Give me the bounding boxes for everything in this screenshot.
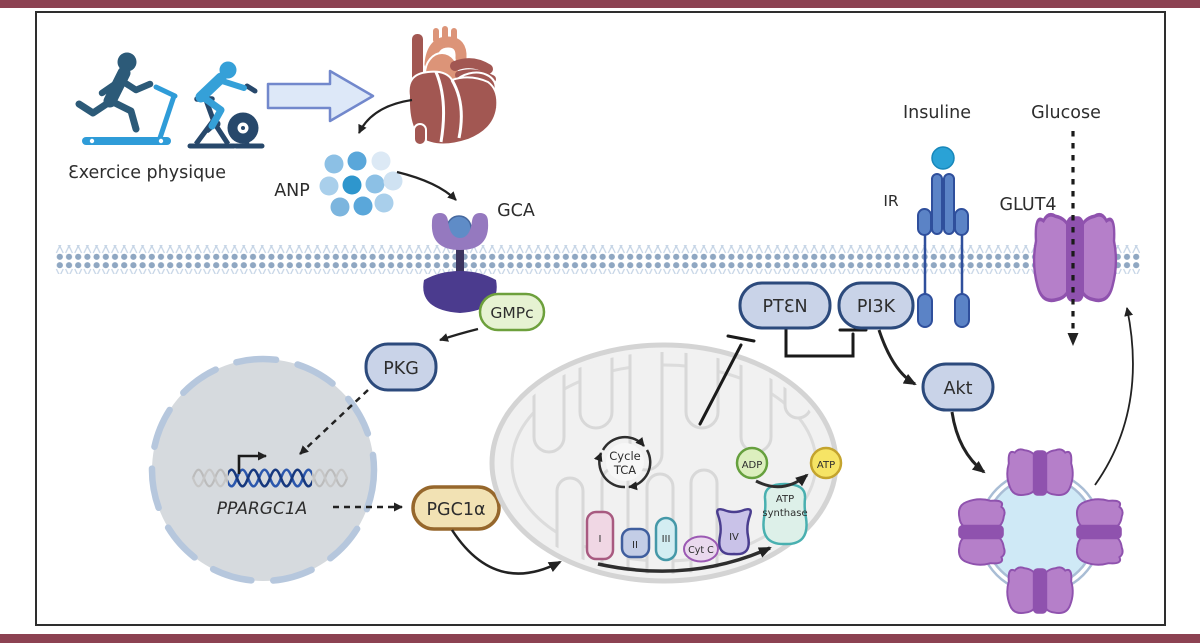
complex-ii-label: II <box>632 540 638 551</box>
complex-i <box>585 510 615 561</box>
inhibition-mito-to-pten <box>698 334 756 426</box>
arrow-heart-to-anp <box>358 98 413 134</box>
insulin-molecule <box>931 146 955 170</box>
plasma-membrane <box>55 245 1140 274</box>
inhibition-pten-to-pi3k <box>784 327 868 358</box>
arrow-pi3k-to-akt <box>877 329 917 386</box>
vesicle-glut4-top <box>1006 448 1074 497</box>
anp-label: ANP <box>274 181 310 201</box>
pkg-label: PKG <box>383 359 419 379</box>
etc-flow-arrow <box>597 546 772 573</box>
exercise-label: Ɛxercice physique <box>68 163 226 183</box>
insulin-receptor <box>917 173 970 328</box>
tca-cycle: Cycle TCA <box>593 435 652 491</box>
arrow-pgc1a-to-mitochondria <box>450 529 562 575</box>
atp-synthase-label1: ATP <box>776 494 794 505</box>
exercise-bike-icon <box>187 61 265 149</box>
arrow-pkg-to-nucleus <box>299 389 369 455</box>
gca-receptor <box>423 213 497 313</box>
glut4-label: GLUT4 <box>999 195 1056 215</box>
arrow-akt-to-vesicle <box>950 411 986 474</box>
complex-iii <box>654 516 678 562</box>
exercise-to-heart-arrow <box>266 69 375 123</box>
top-accent-bar <box>0 0 1200 8</box>
tca-label-line1: Cycle <box>609 449 640 463</box>
gmpc-node <box>478 292 546 332</box>
vesicle-glut4-bottom <box>1006 566 1074 615</box>
atp-synthase-label2: synthase <box>762 508 807 519</box>
atp-synthase <box>762 482 808 546</box>
glucose-label: Glucose <box>1031 103 1101 123</box>
complex-iv-label: IV <box>729 532 739 543</box>
anp-molecules <box>319 151 403 217</box>
arrow-vesicle-to-membrane <box>1094 307 1134 486</box>
vesicle-glut4-left <box>957 498 1006 566</box>
pkg-node <box>364 342 438 392</box>
cyt-c-label: Cyt C <box>688 545 714 556</box>
complex-i-label: I <box>599 534 602 545</box>
ppargc1a-label: PPARGC1A <box>217 499 308 519</box>
atp-node <box>809 446 843 480</box>
membrane-glut4-channel <box>1032 212 1118 304</box>
gmpc-label: GMPc <box>490 304 533 322</box>
dna-helix <box>191 451 349 488</box>
akt-node <box>921 362 995 412</box>
heart-icon <box>407 26 499 146</box>
pi3k-node <box>837 281 915 330</box>
pi3k-label: PI3K <box>857 297 896 317</box>
ir-label: IR <box>883 192 899 210</box>
complex-iv <box>716 507 752 556</box>
complex-ii <box>620 527 651 559</box>
arrow-adp-to-atp <box>755 473 809 489</box>
gca-label: GCA <box>497 201 535 221</box>
pten-node <box>738 281 832 330</box>
akt-label: Akt <box>944 379 973 399</box>
adp-node <box>735 446 769 480</box>
complex-iii-label: III <box>662 534 671 545</box>
vesicle-glut4-right <box>1075 498 1124 566</box>
pgc1a-node <box>411 485 501 531</box>
arrow-anp-to-gca <box>396 170 457 201</box>
pten-label: PTƐN <box>762 297 807 317</box>
pgc1a-label: PGC1α <box>426 500 485 520</box>
glut4-vesicle <box>957 448 1124 615</box>
atp-label: ATP <box>817 460 835 471</box>
insulin-label: Insuline <box>903 103 971 123</box>
transcription-start-arrow <box>237 451 267 474</box>
cyt-c <box>683 535 719 563</box>
adp-label: ADP <box>742 460 763 471</box>
arrow-gmpc-to-pkg <box>439 327 479 342</box>
runner-treadmill-icon <box>75 52 178 145</box>
bottom-accent-bar <box>0 634 1200 643</box>
tca-label-line2: TCA <box>613 463 636 477</box>
